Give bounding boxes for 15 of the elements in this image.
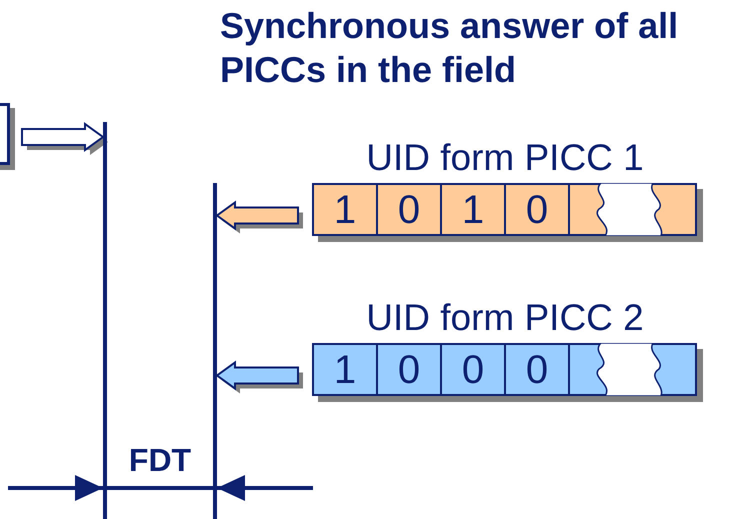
uid-heading: UID form PICC 2 [365,296,645,340]
bit-field: 1 [442,185,506,234]
bit-field: 1 [314,345,378,394]
block-arrow [215,200,303,234]
bit-field: 0 [378,345,442,394]
bit-field: 1 [314,185,378,234]
block-arrow [215,360,303,394]
bit-field: 0 [506,345,570,394]
bit-field: 0 [442,345,506,394]
bit-field: 0 [506,185,570,234]
block-arrow [21,122,108,155]
diagram-title: Synchronous answer of all PICCs in the field [220,4,680,92]
uid-heading: UID form PICC 1 [365,136,645,180]
dimension-label: FDT [128,441,192,480]
bit-field: 0 [378,185,442,234]
